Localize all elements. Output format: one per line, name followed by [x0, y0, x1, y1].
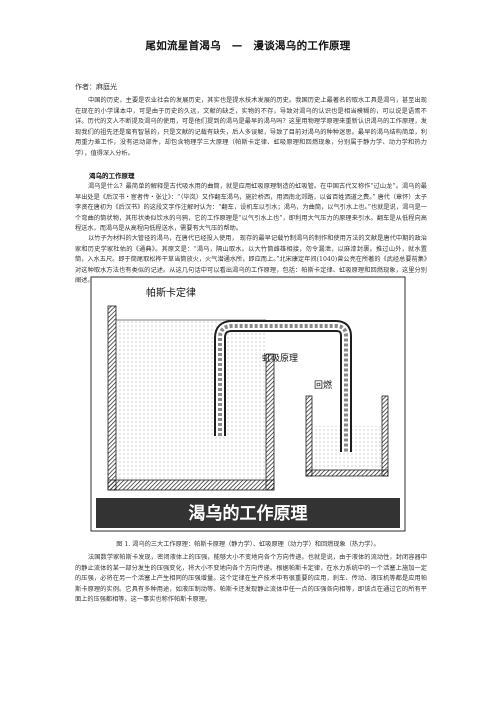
paragraph-1: 渴乌是什么？最简单的解释是古代吸水用的曲筒，就是应用虹吸原理制造的虹吸管。在中国… [75, 183, 427, 232]
upper-tank-water [116, 320, 266, 480]
figure-banner [96, 498, 400, 528]
label-pascal-law: 帕斯卡定律 [146, 286, 196, 299]
article-title: 尾如流星首渴乌 — 漫谈渴乌的工作原理 [145, 40, 351, 52]
lower-vessel-bottom [305, 469, 389, 477]
upper-tank-bottom [107, 479, 275, 491]
figure-frame [90, 276, 406, 532]
article-author: 作者：麻庭光 [75, 83, 117, 91]
paragraph-2: 以竹子为材料的大管径的渴乌，在唐代已经投入使用， 现存的最早记载竹制渴乌的制作和… [75, 235, 427, 284]
lower-vessel-right-wall [381, 395, 389, 477]
section-heading: 渴乌的工作原理 [89, 172, 135, 180]
siphon-flow [218, 324, 348, 452]
figure-caption: 图 1. 渴乌的三大工作原理：帕斯卡原理（静力学）、虹吸原理（动力学）和回燃现象… [116, 541, 380, 548]
figure-kewu-principle: 帕斯卡定律 虹吸原理 回燃 渴乌的工作原理 [90, 276, 406, 532]
figure-banner-text: 渴乌的工作原理 [189, 503, 308, 524]
upper-tank-left-wall [107, 305, 117, 491]
lower-vessel-left-wall [305, 395, 313, 477]
intro-paragraph: 中国的历史，主要是农业社会的发展历史，其实也是提水技术发展的历史。我国历史上最著… [75, 97, 427, 157]
label-siphon-principle: 虹吸原理 [262, 353, 298, 364]
kewu-diagram: 帕斯卡定律 虹吸原理 回燃 渴乌的工作原理 [90, 276, 406, 532]
upper-tank-right-wall [265, 353, 275, 491]
label-backdraft: 回燃 [314, 379, 332, 391]
paragraph-3: 法国数学家帕斯卡发现，密闭液体上的压强，能够大小不变地向各个方向传递。也就是说，… [75, 554, 427, 603]
